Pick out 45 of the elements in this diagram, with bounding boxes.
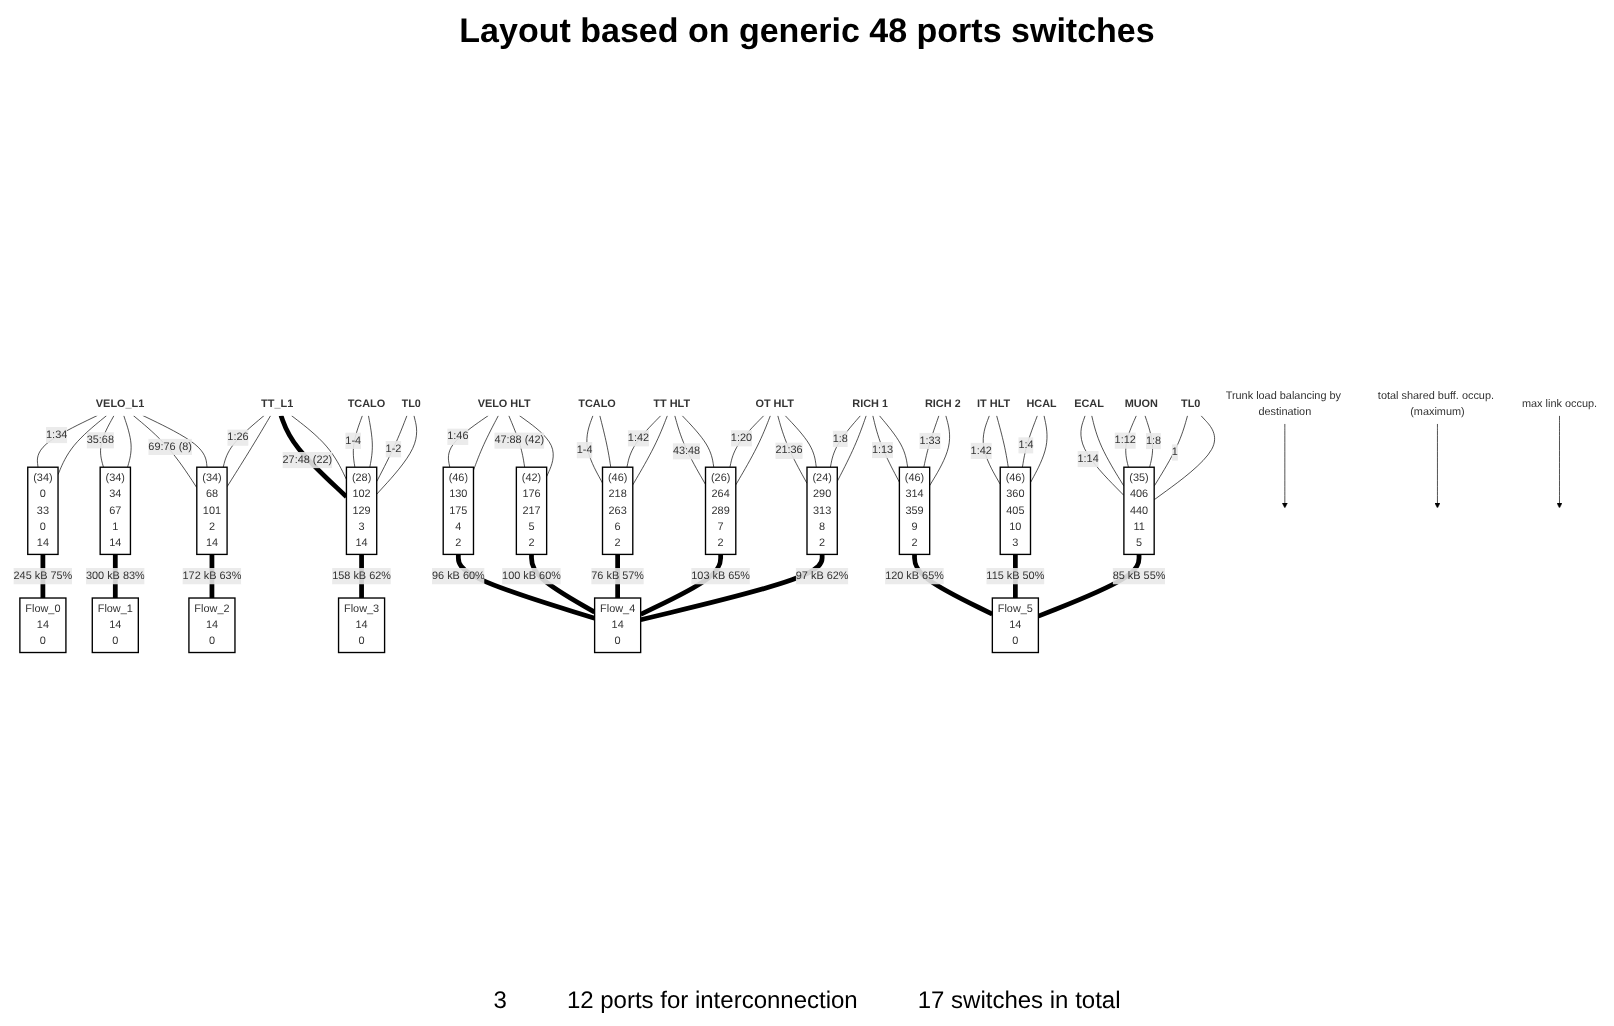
connector [835,415,866,482]
connector [728,415,764,468]
connector [221,415,264,468]
note-text: 3 [493,986,507,1014]
connector [472,415,498,471]
connector [829,415,860,468]
connector [783,415,816,468]
connector [99,415,114,468]
connector [517,415,553,477]
connector [447,415,488,468]
connector [776,415,807,484]
connector [1143,415,1152,468]
note-text: 12 ports for interconnection [566,986,858,1014]
connector [995,415,1008,468]
connector [131,415,197,488]
connector [1152,415,1187,487]
connector [367,415,372,468]
connector [1029,415,1047,483]
connector [598,415,611,468]
connector [981,415,1000,485]
connector [734,415,770,486]
connector [1124,415,1136,468]
connector [351,415,362,468]
diagram-title: Layout based on generic 48 ports switches [459,12,1155,52]
connector [141,415,207,468]
connector [1152,415,1214,501]
connector [1021,415,1037,468]
connector [277,414,348,499]
connector [922,415,939,468]
connector [1079,415,1124,496]
connector [871,415,899,483]
connector [631,415,667,486]
connector [375,415,416,495]
connector [375,415,407,482]
connector [225,415,271,488]
connector [680,415,714,468]
note-text: 17 switches in total [917,986,1121,1014]
connector [928,415,949,486]
connector [1090,415,1124,487]
connector [625,415,661,468]
connector [673,415,705,485]
connector [877,415,907,468]
connector [36,415,97,468]
connector [122,415,131,468]
connector [56,415,107,475]
